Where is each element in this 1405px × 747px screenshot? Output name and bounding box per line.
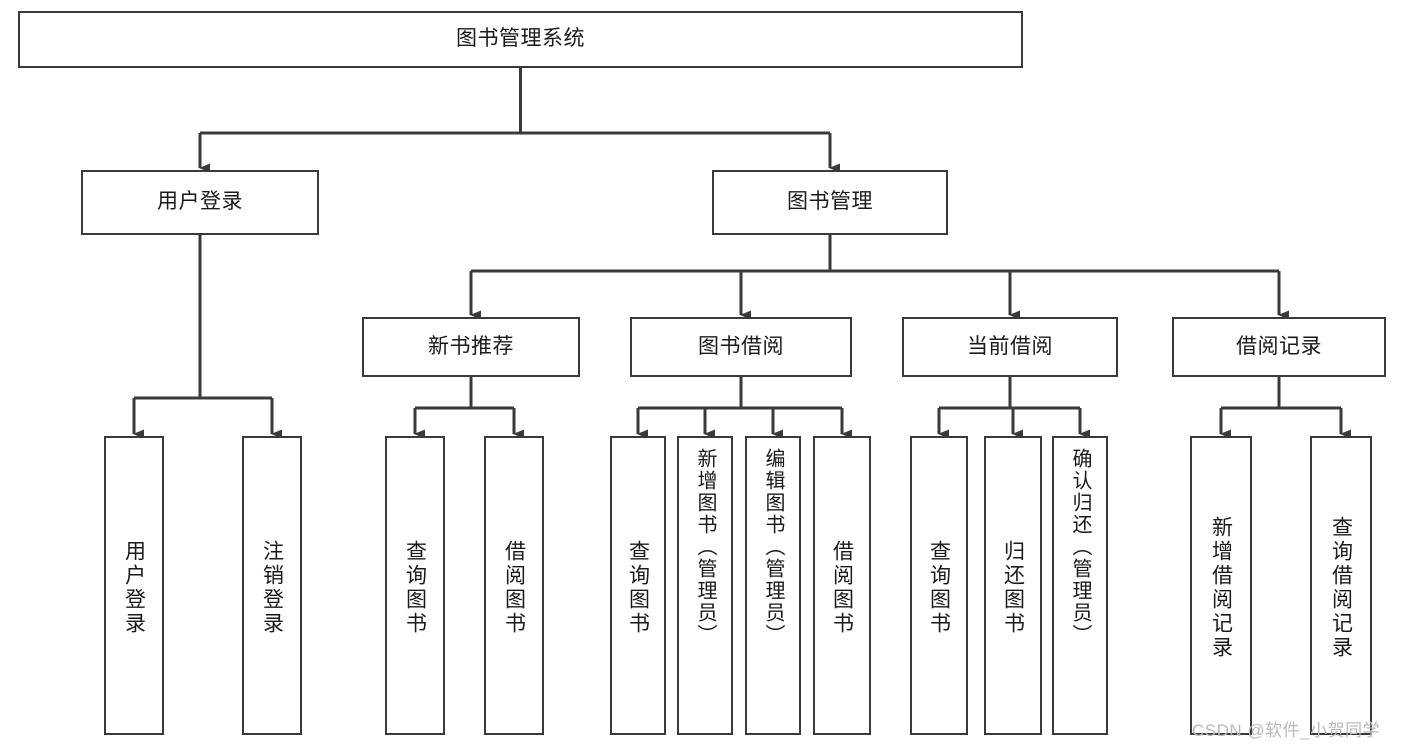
node-label-new-book-recommend: 新书推荐 [428,334,514,358]
node-leaf-query-record[interactable]: 查询借阅记录 [1310,436,1372,735]
node-label-book-management: 图书管理 [787,190,873,214]
node-label-leaf-add-book: 新增图书（管理员） [694,448,716,646]
node-leaf-borrow-book-rec[interactable]: 借阅图书 [484,436,544,735]
node-label-user-login: 用户登录 [157,190,243,214]
node-leaf-query-book-cur[interactable]: 查询图书 [910,436,968,735]
node-new-book-recommend[interactable]: 新书推荐 [362,317,580,377]
node-leaf-query-book-rec[interactable]: 查询图书 [385,436,445,735]
csdn-watermark: CSDN @软件_小贺同学 [1192,721,1381,740]
node-label-leaf-borrow-book-rec: 借阅图书 [502,539,526,636]
node-label-system-root: 图书管理系统 [456,27,585,51]
node-leaf-logout[interactable]: 注销登录 [242,436,302,735]
node-leaf-return-book[interactable]: 归还图书 [984,436,1042,735]
node-label-leaf-return-book: 归还图书 [1001,539,1025,636]
node-current-borrow[interactable]: 当前借阅 [902,317,1118,377]
node-label-leaf-query-book-bor: 查询图书 [626,539,650,636]
node-label-current-borrow: 当前借阅 [967,334,1053,358]
node-system-root[interactable]: 图书管理系统 [18,11,1023,68]
node-label-leaf-user-login: 用户登录 [122,539,146,636]
node-label-leaf-borrow-book-bor: 借阅图书 [830,539,854,636]
node-leaf-query-book-bor[interactable]: 查询图书 [610,436,666,735]
node-label-leaf-confirm-return: 确认归还（管理员） [1069,448,1091,646]
node-label-leaf-query-book-cur: 查询图书 [927,539,951,636]
node-leaf-confirm-return[interactable]: 确认归还（管理员） [1052,436,1108,735]
node-label-leaf-logout: 注销登录 [260,539,284,636]
node-leaf-borrow-book-bor[interactable]: 借阅图书 [813,436,871,735]
node-label-leaf-edit-book: 编辑图书（管理员） [762,448,784,646]
node-leaf-add-record[interactable]: 新增借阅记录 [1190,436,1252,735]
node-leaf-add-book[interactable]: 新增图书（管理员） [677,436,733,735]
connector-lines [132,68,1351,439]
node-label-leaf-query-record: 查询借阅记录 [1329,515,1353,660]
node-borrow-record[interactable]: 借阅记录 [1172,317,1386,377]
node-label-leaf-query-book-rec: 查询图书 [403,539,427,636]
node-book-borrow[interactable]: 图书借阅 [630,317,852,377]
node-leaf-edit-book[interactable]: 编辑图书（管理员） [745,436,801,735]
node-leaf-user-login[interactable]: 用户登录 [104,436,164,735]
node-user-login[interactable]: 用户登录 [81,170,319,235]
node-label-book-borrow: 图书借阅 [698,334,784,358]
node-book-management[interactable]: 图书管理 [712,170,948,235]
node-label-borrow-record: 借阅记录 [1236,334,1322,358]
node-label-leaf-add-record: 新增借阅记录 [1209,515,1233,660]
